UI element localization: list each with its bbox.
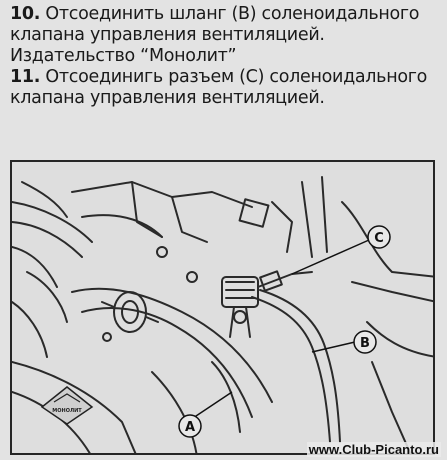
step-number: 11. xyxy=(10,67,41,87)
step-number: 10. xyxy=(10,4,41,24)
step-10: 10. Отсоединить шланг (В) соленоидальног… xyxy=(10,4,442,67)
callout-c: C xyxy=(367,225,391,249)
step-11: 11. Отсоединигь разъем (С) соленоидально… xyxy=(10,67,442,109)
callout-c-label: C xyxy=(374,231,384,246)
callout-b: B xyxy=(353,330,377,354)
instruction-text: 10. Отсоединить шланг (В) соленоидальног… xyxy=(10,4,442,109)
callout-a: A xyxy=(178,414,202,438)
site-watermark: www.Club-Picanto.ru xyxy=(306,442,441,457)
logo-label: МОНОЛИТ xyxy=(52,408,82,414)
step-text: Отсоединить шланг (В) соленоидального кл… xyxy=(10,4,420,66)
callout-b-label: B xyxy=(360,336,370,351)
step-text: Отсоединигь разъем (С) соленоидального к… xyxy=(10,67,428,108)
callout-a-label: A xyxy=(185,420,195,435)
engine-drawing: C B A МОНОЛИТ xyxy=(12,176,433,453)
engine-illustration: C B A МОНОЛИТ xyxy=(10,160,435,455)
monolit-logo: МОНОЛИТ xyxy=(40,386,94,425)
